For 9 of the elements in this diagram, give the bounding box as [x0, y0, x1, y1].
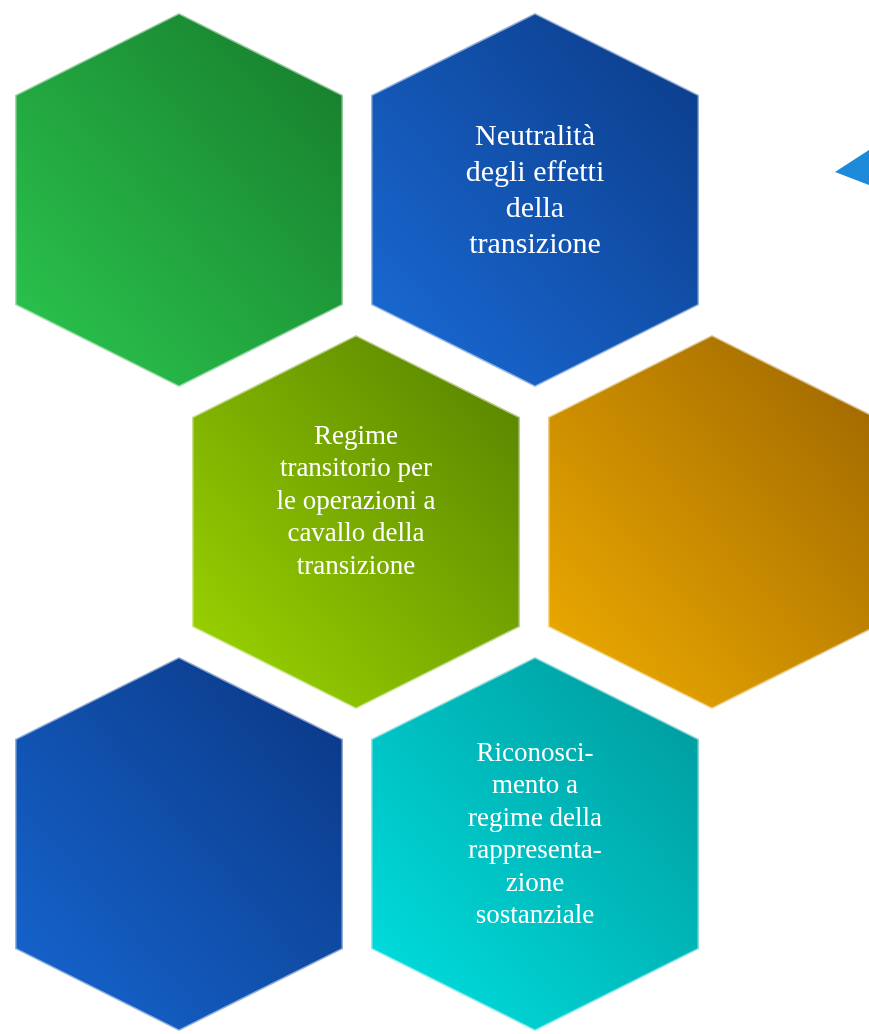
hexagon-shape	[191, 334, 521, 710]
hexagon-shape	[14, 656, 344, 1032]
hexagon-shape	[547, 334, 869, 710]
hexagon-label: Regime transitorio per le operazioni a cavallo della transizione	[275, 419, 437, 581]
hexagon-label: Riconosci- mento a regime della rappresenta- zione sostanziale	[466, 736, 604, 931]
hexagon-shape	[370, 656, 700, 1032]
hexagon-label: Neutralità degli effetti della transizione	[464, 117, 606, 261]
hexagon-shape	[370, 12, 700, 388]
hexagon-shape	[14, 12, 344, 388]
